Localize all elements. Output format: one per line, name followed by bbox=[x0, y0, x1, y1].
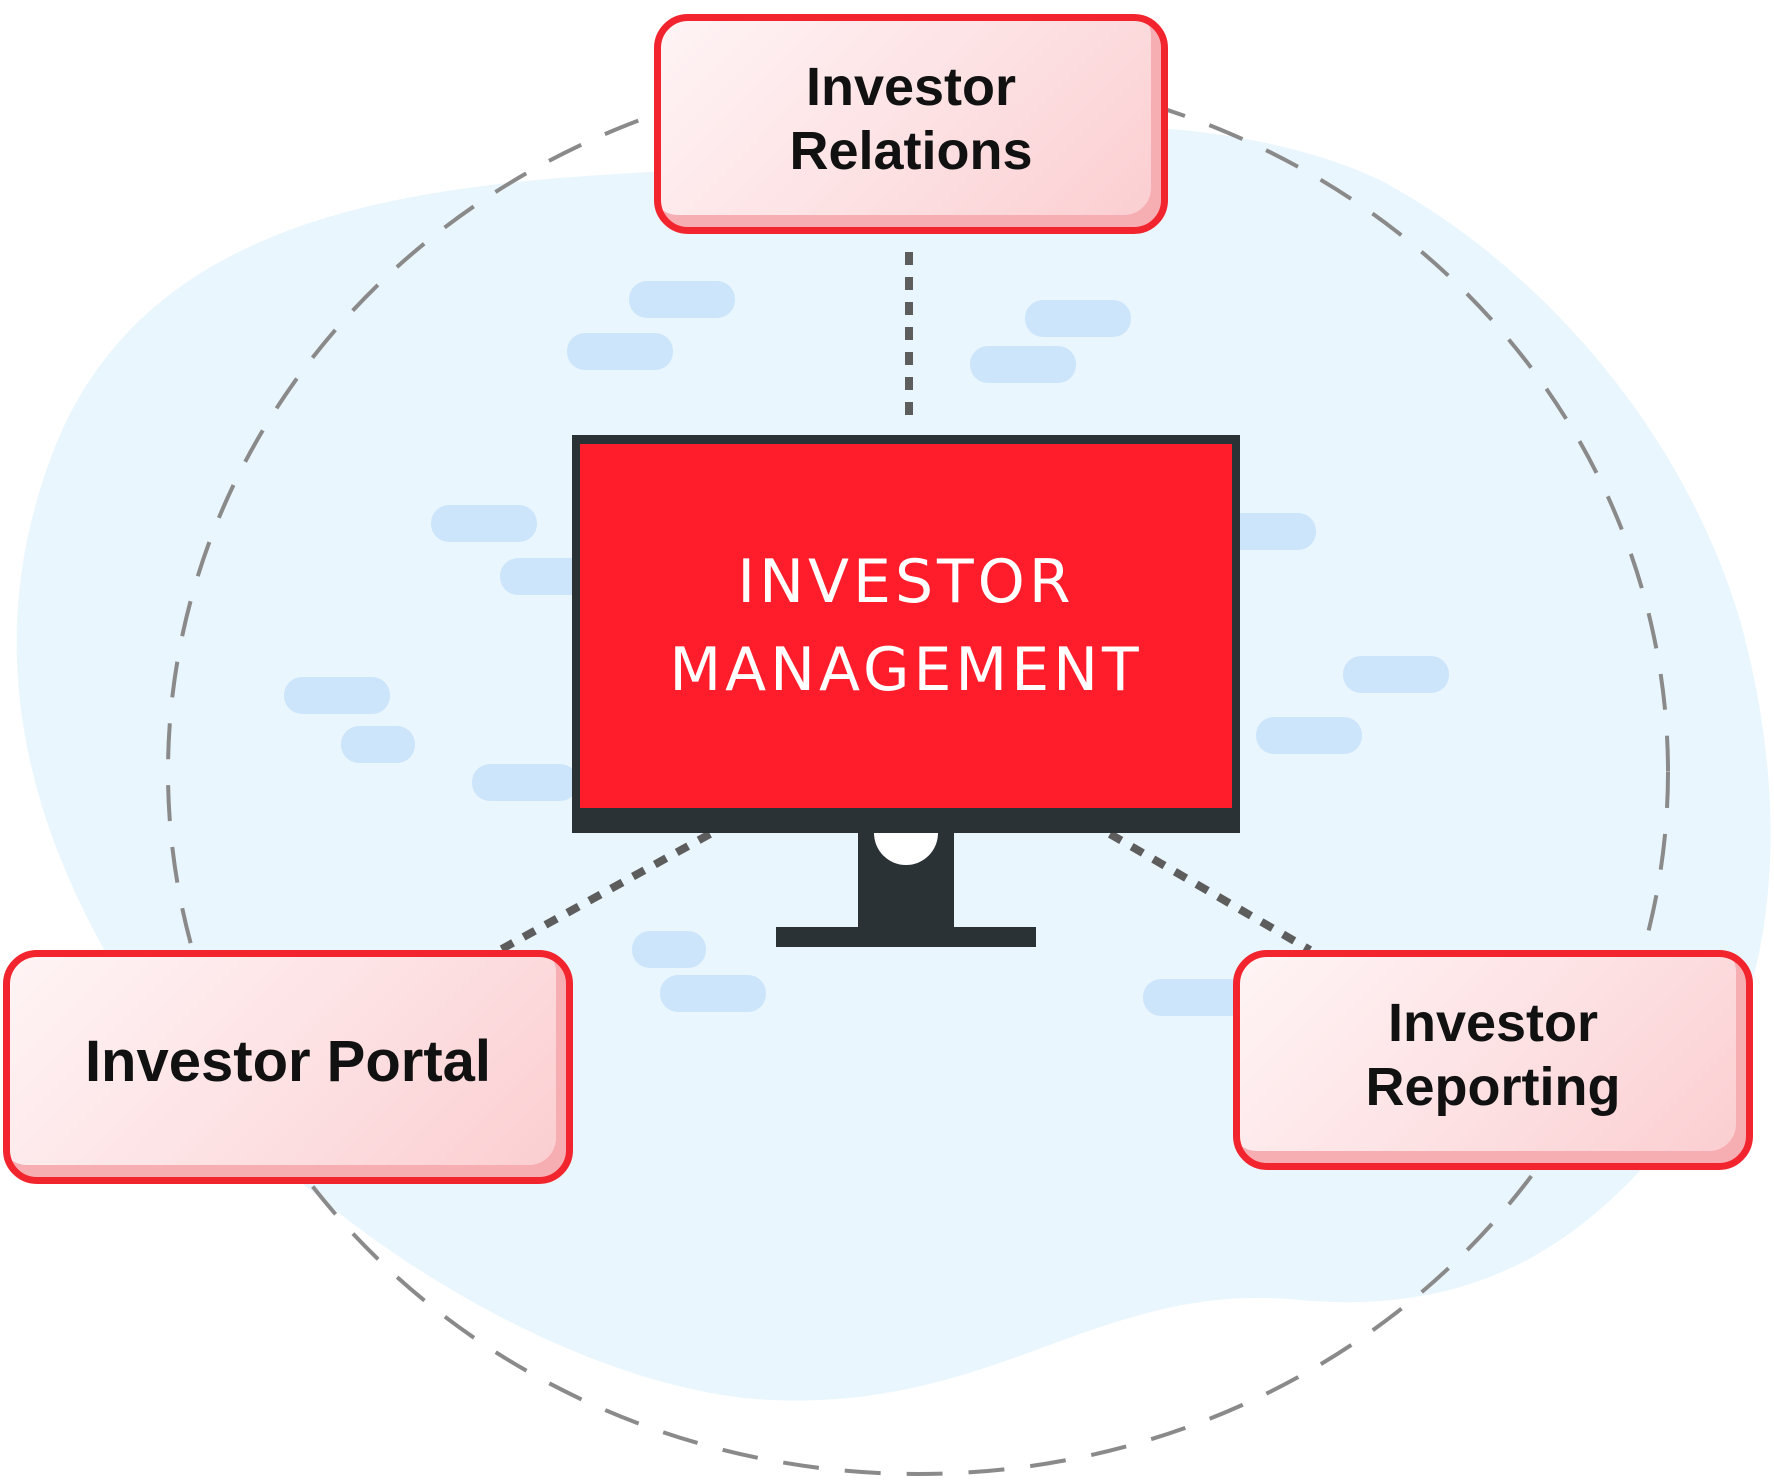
node-investor-reporting-label: Investor Reporting bbox=[1365, 993, 1621, 1117]
decor-dash bbox=[970, 346, 1076, 383]
decor-dash bbox=[431, 505, 537, 542]
decor-dash bbox=[567, 333, 673, 370]
monitor-stand-base bbox=[776, 927, 1036, 947]
monitor-icon bbox=[572, 435, 1240, 947]
decor-dash bbox=[1025, 300, 1131, 337]
monitor-stand-notch bbox=[874, 833, 938, 865]
center-title-line1: INVESTOR bbox=[737, 547, 1075, 617]
decor-dash bbox=[1256, 717, 1362, 754]
decor-dash bbox=[472, 764, 578, 801]
node-investor-reporting: Investor Reporting bbox=[1233, 950, 1753, 1170]
decor-dash bbox=[1343, 656, 1449, 693]
node-investor-portal: Investor Portal bbox=[3, 950, 573, 1184]
decor-dash bbox=[1143, 979, 1249, 1016]
node-investor-relations-label: Investor Relations bbox=[789, 57, 1033, 181]
node-investor-portal-label: Investor Portal bbox=[84, 1029, 492, 1094]
decor-dash bbox=[284, 677, 390, 714]
center-title: INVESTOR MANAGEMENT bbox=[580, 444, 1232, 808]
decor-dash bbox=[660, 975, 766, 1012]
decor-dash bbox=[632, 931, 706, 968]
decor-dash bbox=[629, 281, 735, 318]
connectors bbox=[498, 252, 1313, 954]
decor-dash bbox=[341, 726, 415, 763]
node-investor-relations: Investor Relations bbox=[654, 14, 1168, 234]
monitor-screen bbox=[580, 444, 1232, 808]
center-title-line2: MANAGEMENT bbox=[669, 635, 1143, 705]
